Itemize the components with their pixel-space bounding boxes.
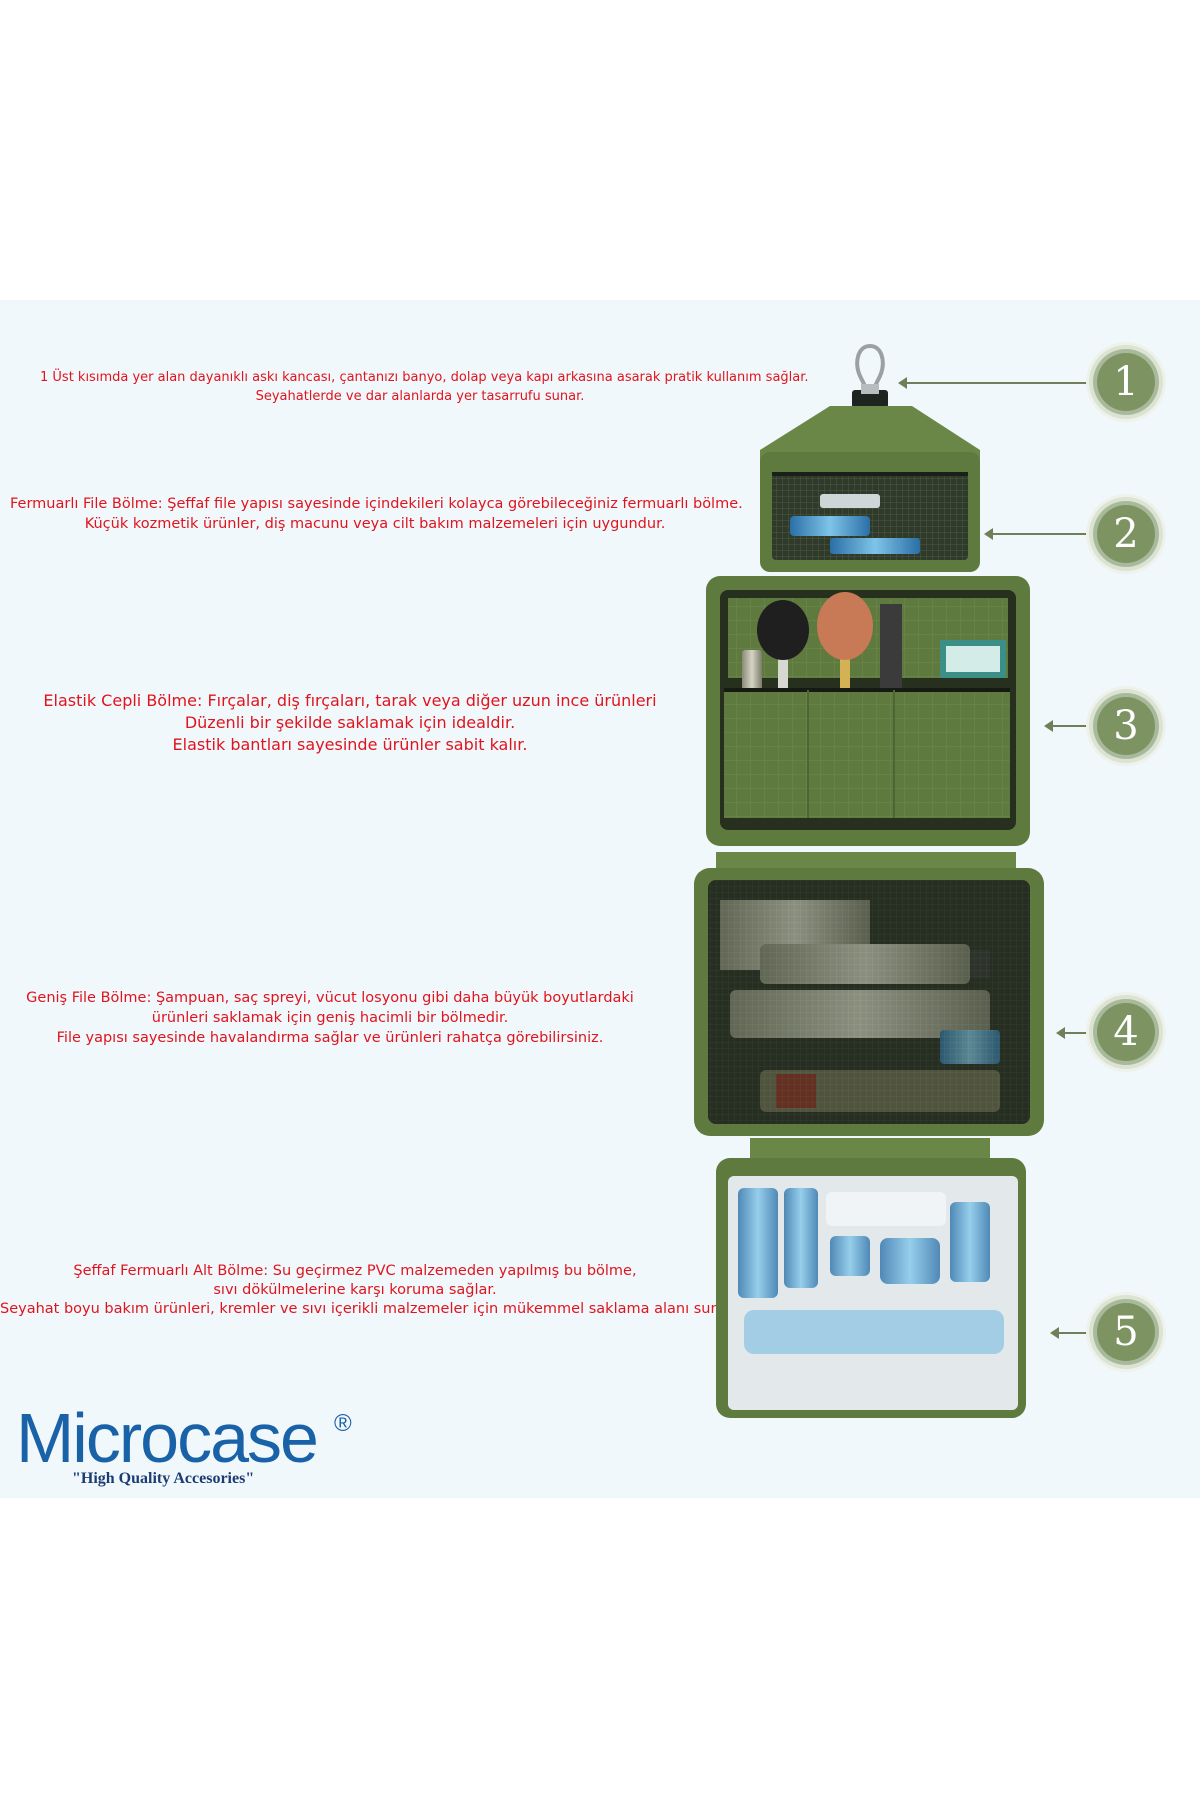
caption-line: ürünleri saklamak için geniş hacimli bir…: [151, 1010, 509, 1026]
hanging-hook: [852, 343, 888, 408]
badge-number: 1: [1097, 353, 1155, 411]
caption-line: Elastik bantları sayesinde ürünler sabit…: [172, 735, 528, 754]
elastic-pocket-compartment: [706, 576, 1030, 846]
caption-line: Küçük kozmetik ürünler, diş macunu veya …: [84, 516, 666, 532]
caption-line: Geniş File Bölme: Şampuan, saç spreyi, v…: [26, 990, 634, 1006]
feature-caption-3: Elastik Cepli Bölme: Fırçalar, diş fırça…: [40, 690, 660, 756]
caption-line: File yapısı sayesinde havalandırma sağla…: [56, 1030, 604, 1046]
caption-line: Seyahatlerde ve dar alanlarda yer tasarr…: [255, 389, 585, 404]
brand-logo: Microcase ® "High Quality Accesories": [16, 1402, 356, 1488]
clear-pvc-compartment: [716, 1138, 1026, 1418]
caption-line: sıvı dökülmelerine karşı koruma sağlar.: [213, 1282, 497, 1298]
pointer-arrow-2: [984, 528, 1090, 540]
caption-line: Şeffaf Fermuarlı Alt Bölme: Su geçirmez …: [73, 1263, 637, 1279]
large-mesh-compartment: [694, 852, 1044, 1136]
pointer-arrow-1: [898, 377, 1090, 389]
number-badge-1: 1: [1093, 349, 1159, 415]
caption-line: 1 Üst kısımda yer alan dayanıklı askı ka…: [40, 370, 809, 385]
feature-caption-4: Geniş File Bölme: Şampuan, saç spreyi, v…: [20, 988, 640, 1048]
brand-tagline: "High Quality Accesories": [72, 1470, 255, 1487]
caption-line: Fermuarlı File Bölme: Şeffaf file yapısı…: [10, 496, 743, 512]
brand-name: Microcase: [16, 1399, 319, 1477]
feature-caption-2: Fermuarlı File Bölme: Şeffaf file yapısı…: [10, 494, 743, 534]
pointer-arrow-3: [1044, 720, 1090, 732]
caption-line: Düzenli bir şekilde saklamak için ideald…: [184, 713, 516, 732]
badge-number: 5: [1097, 1303, 1155, 1361]
badge-number: 4: [1097, 1003, 1155, 1061]
pointer-arrow-4: [1056, 1027, 1090, 1039]
zippered-mesh-compartment: [760, 406, 980, 572]
toiletry-bag-image: [694, 343, 1044, 1418]
number-badge-3: 3: [1093, 693, 1159, 759]
caption-line: Seyahat boyu bakım ürünleri, kremler ve …: [0, 1301, 738, 1317]
caption-line: Elastik Cepli Bölme: Fırçalar, diş fırça…: [43, 691, 657, 710]
feature-caption-1: 1 Üst kısımda yer alan dayanıklı askı ka…: [40, 368, 809, 406]
number-badge-4: 4: [1093, 999, 1159, 1065]
registered-mark: ®: [334, 1410, 352, 1437]
number-badge-5: 5: [1093, 1299, 1159, 1365]
number-badge-2: 2: [1093, 501, 1159, 567]
feature-caption-5: Şeffaf Fermuarlı Alt Bölme: Su geçirmez …: [0, 1262, 738, 1319]
badge-number: 2: [1097, 505, 1155, 563]
badge-number: 3: [1097, 697, 1155, 755]
pointer-arrow-5: [1050, 1327, 1090, 1339]
